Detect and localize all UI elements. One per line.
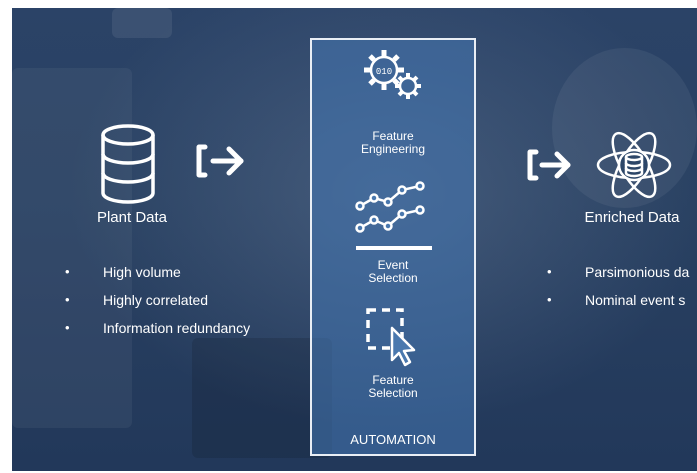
automation-panel: 010 Feature Engineering [310, 38, 476, 456]
label-line: Selection [368, 271, 418, 285]
selection-cursor-icon [366, 308, 416, 367]
enriched-data-bullets: Parsimonious da Nominal event s [547, 264, 689, 320]
label-line: Engineering [360, 142, 426, 156]
event-selection-label: Event Selection [312, 259, 474, 285]
gears-icon: 010 [364, 50, 421, 99]
plant-data-title: Plant Data [96, 209, 168, 226]
plant-data-bullets: High volume Highly correlated Informatio… [65, 264, 250, 348]
list-item: Highly correlated [65, 292, 250, 320]
list-item: High volume [65, 264, 250, 292]
automation-footer: AUTOMATION [350, 432, 436, 447]
enriched-data-title: Enriched Data [584, 209, 680, 226]
atom-database-icon [596, 131, 672, 199]
feature-engineering-label: Feature Engineering [312, 130, 474, 156]
background-machinery [12, 68, 132, 428]
list-item: Information redundancy [65, 320, 250, 348]
svg-text:010: 010 [376, 67, 392, 77]
list-item: Nominal event s [547, 292, 689, 320]
label-line: Event [377, 258, 409, 272]
event-line-icon [355, 181, 432, 250]
label-line: Feature [372, 129, 414, 143]
background-machinery [552, 48, 697, 208]
list-item: Parsimonious da [547, 264, 689, 292]
label-line: Selection [368, 386, 418, 400]
slide: Plant Data High volume Highly correlated… [12, 8, 697, 471]
export-arrow-icon [196, 144, 244, 178]
feature-selection-label: Feature Selection [312, 374, 474, 400]
background-machinery [192, 338, 332, 458]
export-arrow-icon [527, 149, 571, 181]
background-machinery [112, 8, 172, 38]
label-line: Feature [372, 373, 414, 387]
database-icon [101, 124, 155, 204]
